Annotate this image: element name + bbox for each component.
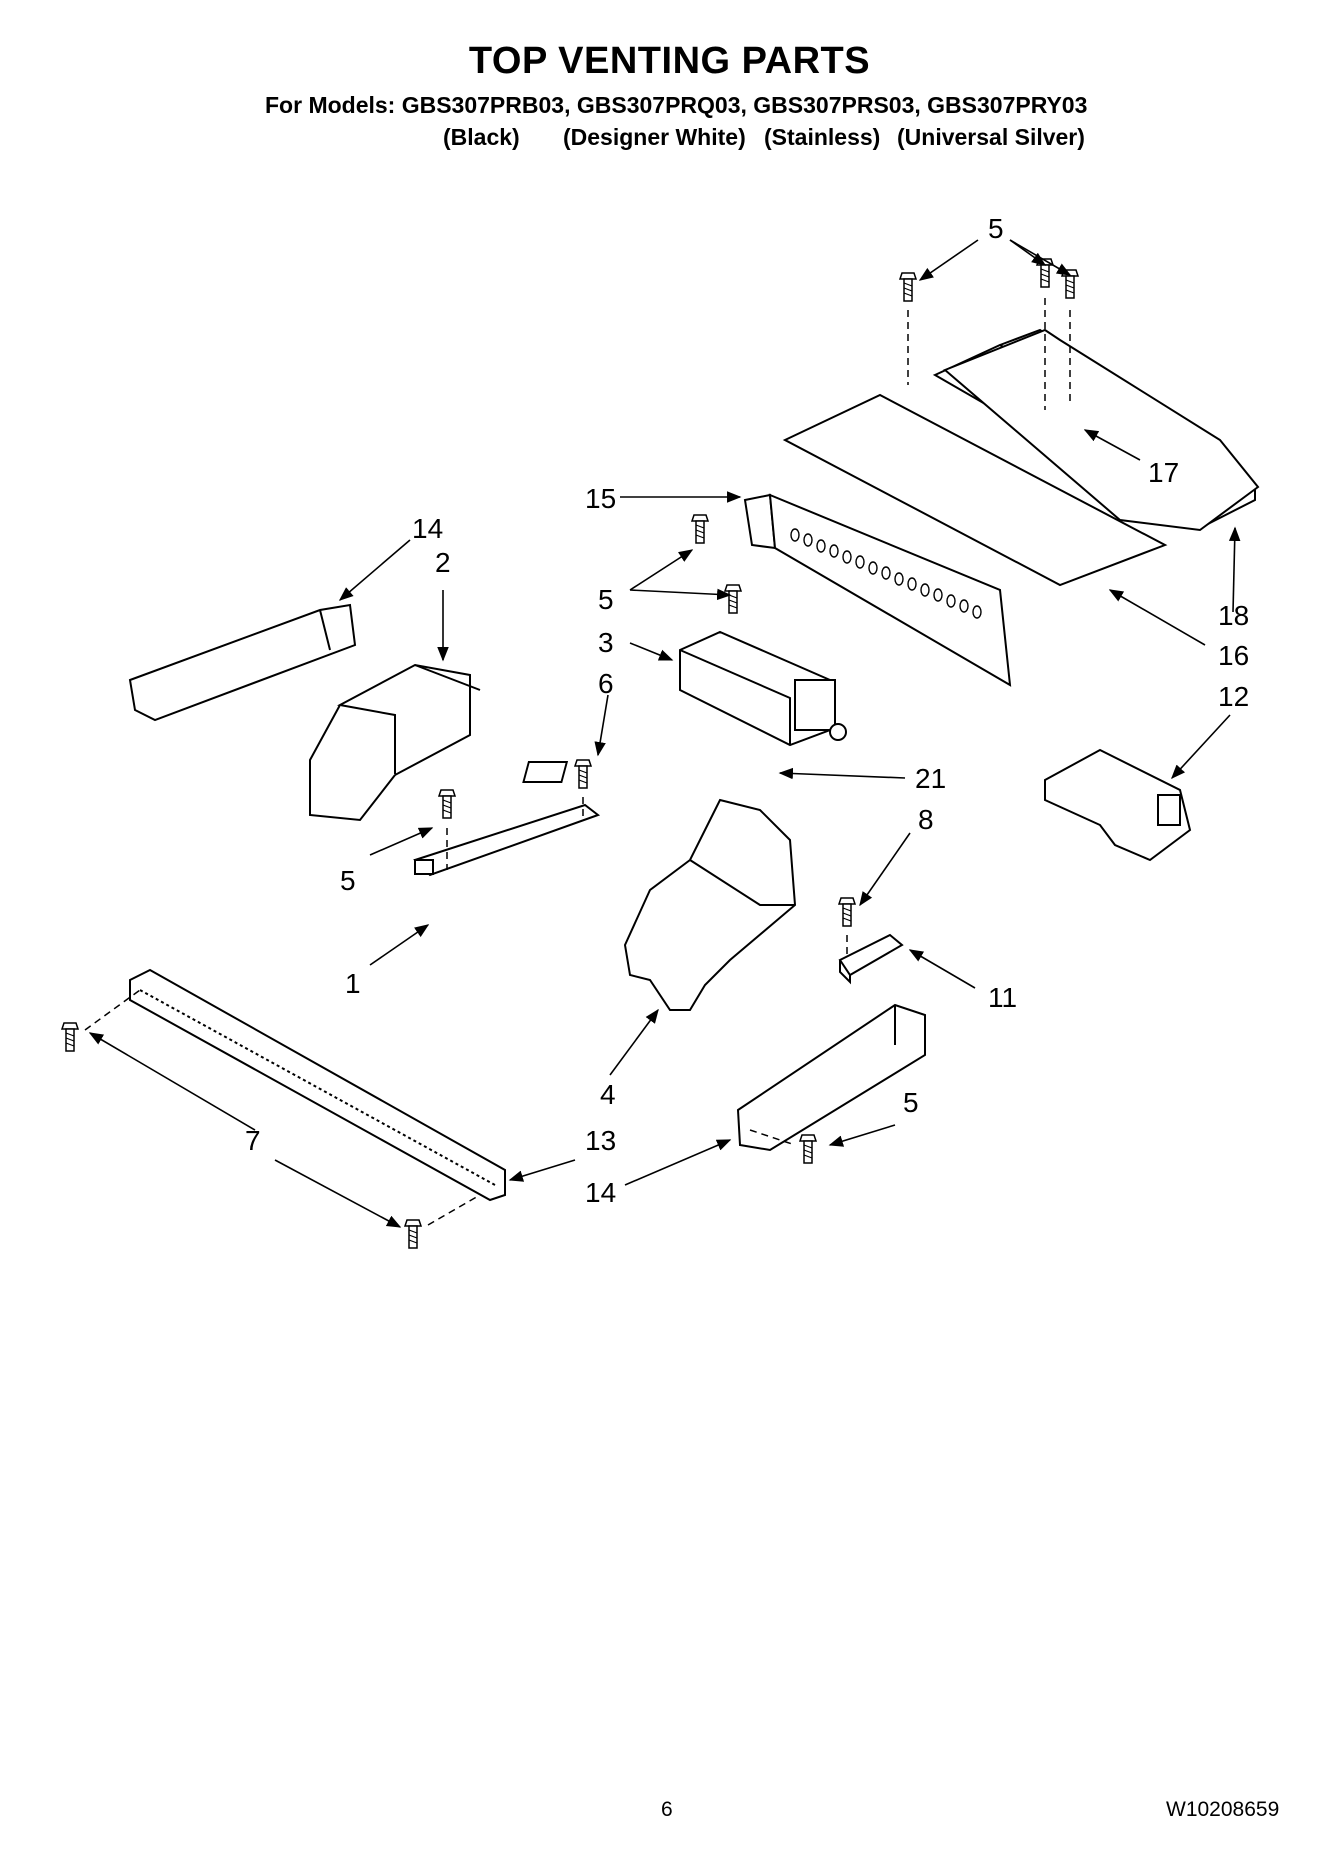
screw-8 [838,897,856,927]
callout-6: 6 [598,668,614,699]
callout-5-top: 5 [988,213,1004,244]
callout-8: 8 [918,804,934,835]
callout-7: 7 [245,1125,261,1156]
callout-21: 21 [915,763,946,794]
callout-1: 1 [345,968,361,999]
bar-1 [413,803,601,877]
callout-5-left: 5 [340,865,356,896]
callout-14-bot: 14 [585,1177,616,1208]
bracket-12 [1044,748,1192,862]
callout-12: 12 [1218,681,1249,712]
screw-7-b [404,1219,422,1249]
grille-13 [129,968,506,1202]
page-title: TOP VENTING PARTS [468,40,871,82]
callout-13: 13 [585,1125,616,1156]
document-number: W10208659 [1166,1798,1280,1821]
callout-3: 3 [598,627,614,658]
callout-5-bot: 5 [903,1087,919,1118]
callout-16: 16 [1218,640,1249,671]
screw-5-d [691,514,709,544]
bracket-14-left [128,603,357,722]
flat-plate-18 [943,328,1260,532]
color-designer-white: (Designer White) [563,124,746,150]
callout-2: 2 [435,547,451,578]
screw-5-g [799,1134,817,1164]
callout-14-left: 14 [412,513,443,544]
air-deflector-4 [623,798,797,1011]
screw-6 [574,759,592,789]
callout-15: 15 [585,483,616,514]
screw-5-a [899,272,917,302]
terminal-block-11 [838,933,904,985]
models-line: For Models: GBS307PRB03, GBS307PRQ03, GB… [265,92,1088,118]
screw-5-e [724,584,742,614]
screw-7-a [61,1022,79,1052]
bracket-14-bottom [736,1003,926,1152]
color-black: (Black) [443,124,520,150]
duct-2 [309,663,481,822]
color-universal-silver: (Universal Silver) [897,124,1085,150]
callout-5-mid: 5 [598,584,614,615]
blower-assembly-3 [679,630,847,747]
callout-17: 17 [1148,457,1179,488]
color-stainless: (Stainless) [764,124,881,150]
screw-5-f [438,789,456,819]
callout-4: 4 [600,1079,616,1110]
callout-11: 11 [988,982,1017,1013]
callout-18: 18 [1218,600,1249,631]
part-21 [522,761,569,783]
page-number: 6 [661,1798,673,1821]
vent-duct-15 [743,493,1012,687]
